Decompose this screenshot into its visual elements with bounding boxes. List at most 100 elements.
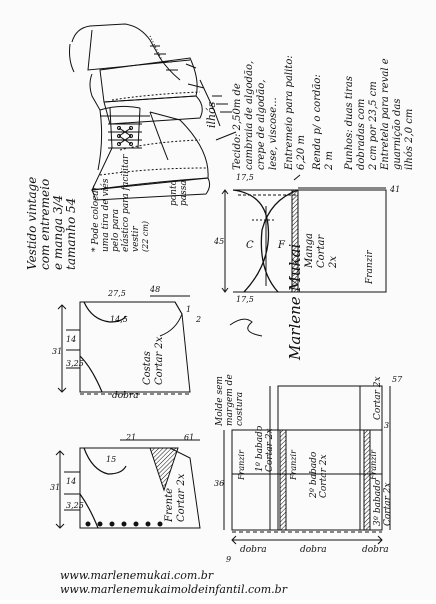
measure-3-25-front: 3,25 — [66, 501, 84, 510]
franzir-label-2: Franzir — [289, 449, 298, 481]
fabric-notes: Tecido: 2,50m de cambraia de algodão, cr… — [232, 55, 415, 171]
measure-31-front: 31 — [50, 483, 60, 492]
babado2-label-line-1: 2º babado — [309, 451, 319, 499]
footer-url-2[interactable]: www.marlenemukaimoldeinfantil.com.br — [60, 583, 287, 596]
costas-dobra-label: dobra — [112, 391, 139, 401]
costas-label-line-2: Cortar 2x — [154, 336, 165, 385]
frente-label-line-1: Frente — [164, 488, 175, 523]
frente-passa-line-1: ponto — [169, 179, 179, 206]
footnote-line-1: * Pode colocar — [91, 185, 101, 252]
extras-line-3: ilhós 2,0 cm — [404, 109, 415, 170]
franzir-label-3: Franzir — [369, 449, 378, 481]
entremeio-line-1: Entremeio para palito: — [284, 55, 295, 171]
back-bodice-pattern — [57, 295, 191, 395]
babado1-label-line-1: 1º babado — [255, 425, 265, 472]
measure-61: 61 — [184, 433, 194, 442]
footnote-line-6: (22 cm) — [141, 221, 150, 252]
sleeve-pattern — [221, 174, 387, 293]
skirt-dobra-label-1: dobra — [240, 545, 267, 555]
measure-14-5: 14,5 — [110, 315, 128, 324]
babado3-label-line-1: 3º babado — [373, 479, 383, 526]
molde-note-line-2: margem de — [225, 374, 235, 426]
manga-label-line-3: 2x — [328, 256, 339, 269]
title-block: Vestido vintage com entremeio e manga 3/… — [25, 177, 78, 270]
frente-passa-line-2: passa — [179, 180, 189, 206]
manga-label-line-1: Manga — [304, 233, 315, 269]
measure-3-25-back: 3,25 — [66, 359, 84, 368]
manga-label-line-2: Cortar — [316, 234, 327, 268]
sleeve-f-mark: F — [277, 240, 286, 251]
measure-15: 15 — [106, 455, 116, 464]
measure-48: 48 — [149, 285, 160, 294]
ilhos-note: ilhós — [205, 101, 218, 128]
punhos-line-1: Punhos: duas tiras — [344, 76, 355, 171]
measure-27-5: 27,5 — [107, 289, 126, 298]
babado2-label-line-2: Cortar 2x — [319, 454, 329, 498]
frente-label: Frente Cortar 2x — [164, 473, 187, 523]
entremeio-line-2: 6,20 m — [296, 135, 307, 170]
molde-note-line-3: costura — [235, 392, 245, 426]
molde-note-line-1: Molde sem — [215, 376, 225, 427]
title-line-3: e manga 3/4 — [51, 195, 65, 270]
molde-note: Molde sem margem de costura — [215, 374, 245, 427]
sleeve-c-mark: C — [246, 240, 254, 251]
measure-45: 45 — [213, 237, 224, 246]
dress-illustration-front — [89, 63, 237, 201]
manga-label: Manga Cortar 2x — [304, 233, 339, 269]
title-line-1: Vestido vintage — [25, 177, 39, 270]
babado2-label: 2º babado Cortar 2x — [309, 451, 329, 499]
manga-franzir-label: Franzir — [365, 250, 375, 285]
babado1-label-line-2: Cortar 2x — [265, 428, 275, 472]
tecido-line-2: cambraia de algodão, — [244, 61, 255, 170]
measure-21: 21 — [125, 433, 136, 442]
front-bodice-pattern — [55, 439, 201, 529]
skirt-cortar-label: Cortar 2x — [373, 376, 383, 420]
footer-url-1[interactable]: www.marlenemukai.com.br — [60, 569, 214, 582]
extras-line-1: Entretela para reval e — [380, 58, 391, 171]
skirt-dobra-label-3: dobra — [362, 545, 389, 555]
babado3-label: 3º babado Cortar 2x — [373, 479, 393, 526]
dress-illustration-back — [69, 23, 203, 125]
renda-line-1: Renda p/ o cordão: — [312, 74, 323, 171]
tecido-line-1: Tecido: 2,50m de — [232, 83, 243, 170]
costas-label: Costas Cortar 2x — [142, 336, 165, 385]
extras-line-2: guarnição das — [392, 99, 403, 170]
frente-passa-note: ponto passa — [169, 179, 189, 206]
measure-1: 1 — [186, 305, 191, 314]
footnote-block: * Pode colocar uma tira de viés pelo par… — [91, 154, 150, 252]
footnote-line-2: uma tira de viés — [100, 178, 111, 252]
footnote-line-5: vestir — [131, 225, 141, 252]
measure-2: 2 — [195, 315, 201, 324]
title-line-2: com entremeio — [38, 179, 52, 270]
tecido-line-4: lese, viscose... — [268, 97, 279, 170]
measure-57: 57 — [392, 375, 403, 384]
measure-14-back: 14 — [66, 335, 76, 344]
skirt-dobra-label-2: dobra — [300, 545, 327, 555]
tecido-line-3: crepe de algodão, — [256, 80, 267, 170]
babado3-label-line-2: Cortar 2x — [383, 482, 393, 526]
measure-31-back: 31 — [52, 347, 62, 356]
frente-label-line-2: Cortar 2x — [176, 473, 187, 522]
punhos-line-2: dobradas com — [356, 99, 367, 170]
footnote-line-4: elástico para facilitar — [120, 154, 131, 252]
costas-label-line-1: Costas — [142, 351, 153, 385]
designer-signature: Marlene Mukai — [286, 243, 304, 361]
babado1-label: 1º babado Cortar 2x — [255, 425, 275, 472]
footnote-line-3: pelo para — [111, 209, 121, 252]
title-line-4: tamanho 54 — [64, 198, 78, 270]
measurements: 27,5 48 1 14,5 31 2 3,25 14 21 61 15 31 … — [50, 173, 403, 564]
franzir-label-1: Franzir — [237, 449, 246, 481]
measure-3: 3 — [384, 421, 389, 430]
measure-17-5-bottom: 17,5 — [236, 295, 254, 304]
measure-9: 9 — [226, 555, 231, 564]
renda-line-2: 2 m — [324, 151, 335, 171]
measure-14-front: 14 — [66, 477, 76, 486]
measure-36: 36 — [214, 479, 224, 488]
punhos-line-3: 2 cm por 23,5 cm — [368, 81, 379, 171]
skirt-ruffle-patterns — [223, 385, 391, 545]
measure-41: 41 — [389, 185, 400, 194]
measure-17-5-top: 17,5 — [236, 173, 254, 182]
front-buttonholes — [85, 521, 163, 527]
